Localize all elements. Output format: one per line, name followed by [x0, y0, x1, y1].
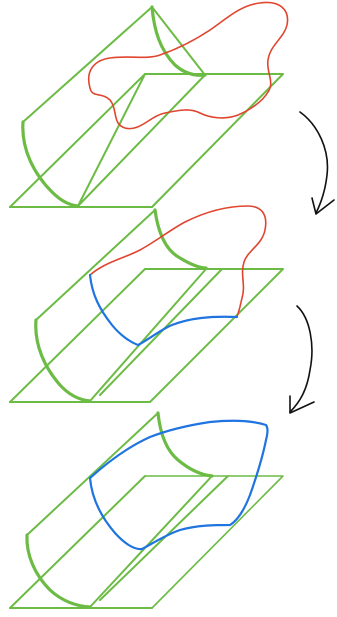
- stage-3-profile-back: [156, 411, 214, 478]
- stage-3-blue-curve: [88, 419, 269, 551]
- stage-2-grid: [9, 268, 223, 403]
- stage-3-plane: [9, 475, 284, 609]
- stage-1: [9, 1, 289, 208]
- stage-3-vertical-sheet: [9, 412, 159, 609]
- stage-2-vertical-sheet: [9, 209, 156, 403]
- arrow-1-head: [311, 197, 335, 215]
- stage-2-profile-back: [153, 208, 208, 270]
- stage-3-grid: [9, 475, 229, 609]
- stage-2-plane: [9, 268, 284, 403]
- arrow-2: [289, 305, 315, 414]
- arrow-2-shaft: [289, 305, 313, 413]
- stage-2-red-curve: [89, 205, 267, 318]
- stage-2: [9, 205, 284, 403]
- arrow-1: [299, 111, 335, 215]
- stage-2-profile-left: [34, 318, 92, 403]
- stage-3: [9, 411, 284, 609]
- stage-1-grid: [9, 73, 206, 208]
- stage-1-red-curve: [88, 1, 289, 130]
- stage-1-profile-left: [21, 120, 80, 208]
- arrow-2-head: [289, 395, 315, 414]
- stage-2-blue-curve: [88, 273, 239, 347]
- stage-3-profile-left: [25, 533, 92, 609]
- stage-1-plane: [9, 73, 284, 208]
- arrow-1-shaft: [299, 111, 329, 214]
